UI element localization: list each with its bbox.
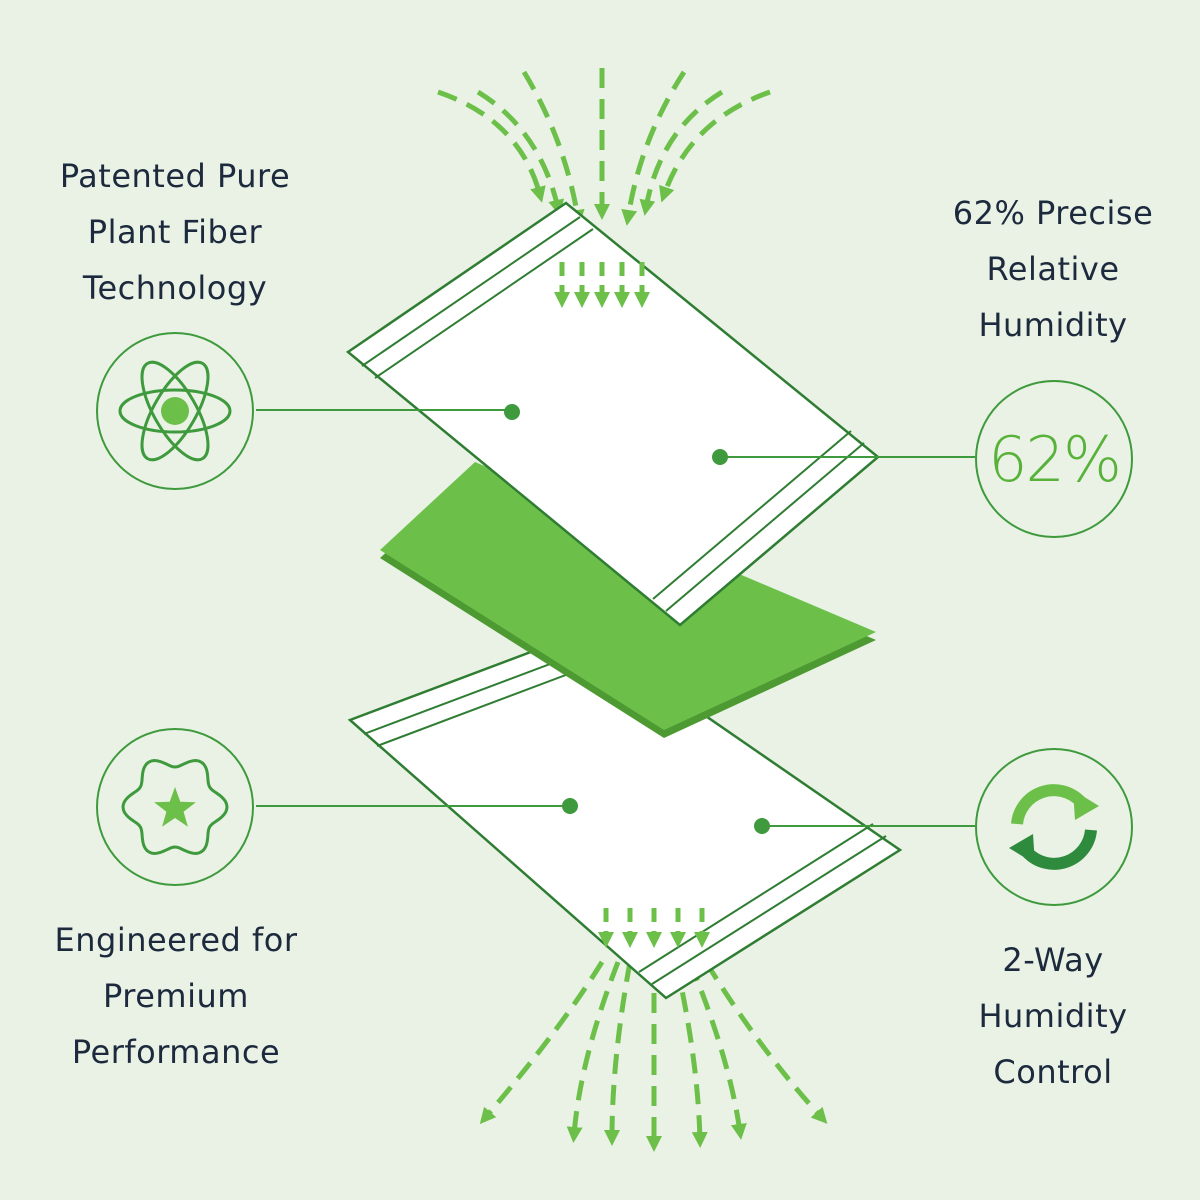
feature-label-two-way-control: 2-Way Humidity Control: [978, 941, 1128, 1091]
two-way-arrows-icon: [1009, 784, 1099, 870]
airflow-arrow: [687, 961, 747, 1140]
airflow-arrow: [476, 89, 564, 216]
airflow-arrow: [479, 960, 605, 1125]
airflow-arrow: [673, 961, 708, 1148]
humidity-percentage: 62%: [988, 422, 1122, 496]
airflow-arrow: [604, 961, 633, 1147]
airflow-arrow: [703, 960, 828, 1124]
airflow-arrow: [437, 89, 546, 203]
feature-label-premium-performance: Engineered for Premium Performance: [54, 921, 298, 1071]
airflow-arrow: [521, 70, 585, 226]
star-badge-icon: [121, 758, 229, 856]
connector-dot: [712, 449, 728, 465]
top-membrane-layer: [345, 201, 880, 627]
atom-icon: [118, 360, 232, 462]
connector-dot: [504, 404, 520, 420]
humidity-62-badge: 62%: [975, 380, 1133, 538]
airflow-arrow: [566, 961, 621, 1143]
star-icon-badge: [96, 728, 254, 886]
feature-label-plant-fiber: Patented Pure Plant Fiber Technology: [59, 157, 291, 307]
connector-dot: [562, 798, 578, 814]
atom-icon-badge: [96, 332, 254, 490]
bottom-membrane-layer: [347, 630, 903, 1000]
connectors: [256, 404, 975, 834]
airflow-arrow: [659, 89, 771, 203]
bottom-airflow-arrows: [479, 960, 828, 1153]
bottom-exit-arrows: [597, 908, 711, 949]
connector-dot: [754, 818, 770, 834]
airflow-arrow: [621, 70, 687, 226]
top-airflow-arrows: [437, 68, 771, 226]
plant-fiber-core-layer: [380, 462, 876, 738]
top-entry-arrows: [553, 262, 651, 309]
two-way-icon-badge: [975, 748, 1133, 906]
feature-label-relative-humidity: 62% Precise Relative Humidity: [952, 194, 1154, 344]
airflow-arrow: [639, 89, 724, 216]
